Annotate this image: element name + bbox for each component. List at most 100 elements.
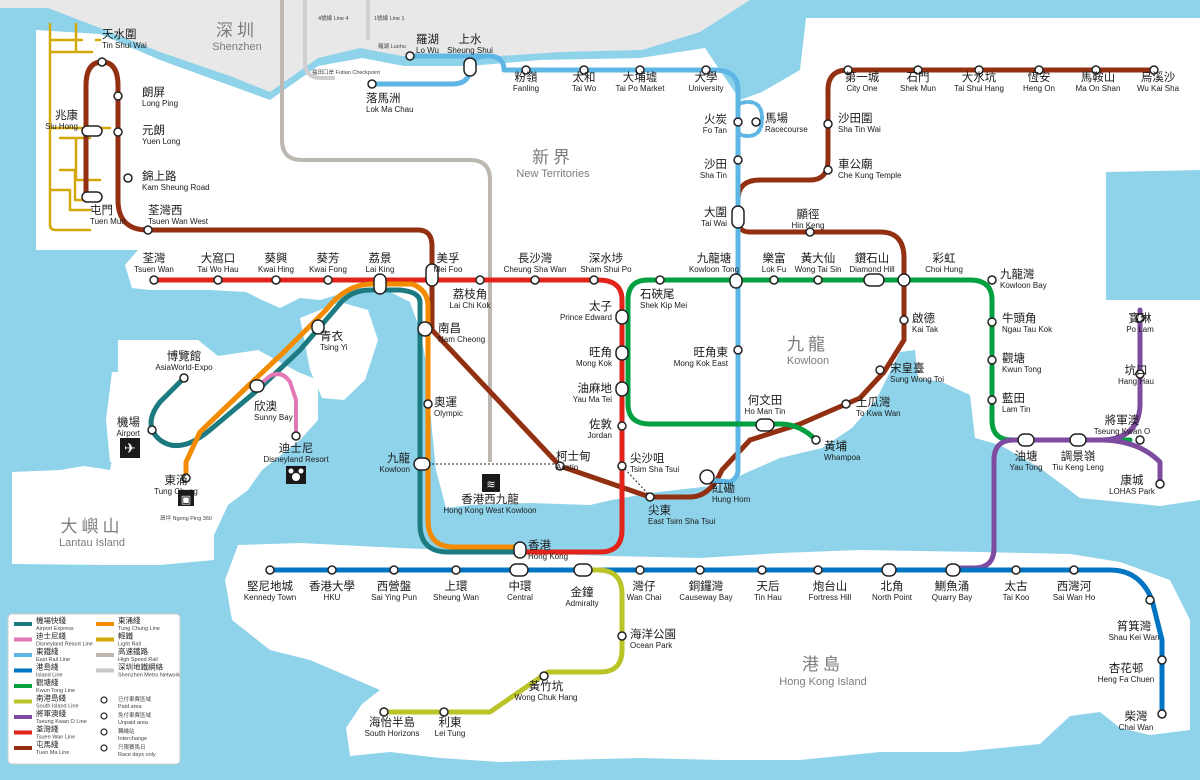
station-tiu-keng-leng[interactable] <box>1069 433 1087 447</box>
station-sheung-wan[interactable] <box>451 565 461 575</box>
station-tseung-kwan-o[interactable] <box>1135 435 1145 445</box>
station-mong-kok[interactable] <box>615 345 629 361</box>
station-yau-ma-tei[interactable] <box>615 381 629 397</box>
station-south-horizons[interactable] <box>379 707 389 717</box>
station-yuen-long[interactable] <box>113 127 123 137</box>
station-kennedy-town[interactable] <box>265 565 275 575</box>
station-shek-kip-mei[interactable] <box>655 275 665 285</box>
station-ho-man-tin[interactable] <box>755 418 775 432</box>
station-heng-fa-chuen[interactable] <box>1157 655 1167 665</box>
station-heng-on[interactable] <box>1034 65 1044 75</box>
station-tai-wo-hau[interactable] <box>213 275 223 285</box>
station-tuen-mun[interactable] <box>81 191 103 203</box>
station-sha-tin-wai[interactable] <box>823 119 833 129</box>
station-label-en: Kai Tak <box>912 325 939 334</box>
station-quarry-bay[interactable] <box>945 563 961 577</box>
station-kowloon-bay[interactable] <box>987 275 997 285</box>
station-whampoa[interactable] <box>811 435 821 445</box>
station-mong-kok-east[interactable] <box>733 345 743 355</box>
station-hku[interactable] <box>327 565 337 575</box>
station-prince-edward[interactable] <box>615 309 629 325</box>
station-jordan[interactable] <box>617 421 627 431</box>
station-label-en: Kowloon Bay <box>1000 281 1047 290</box>
station-sung-wong-toi[interactable] <box>875 365 885 375</box>
station-kowloon[interactable] <box>413 457 431 471</box>
station-tai-shui-hang[interactable] <box>974 65 984 75</box>
station-shek-mun[interactable] <box>913 65 923 75</box>
station-causeway-bay[interactable] <box>695 565 705 575</box>
station-sai-wan-ho[interactable] <box>1069 565 1079 575</box>
station-kwun-tong[interactable] <box>987 355 997 365</box>
station-lei-tung[interactable] <box>439 707 449 717</box>
station-fortress-hill[interactable] <box>813 565 823 575</box>
station-cheung-sha-wan[interactable] <box>530 275 540 285</box>
station-tung-chung[interactable] <box>181 473 191 483</box>
station-north-point[interactable] <box>881 563 897 577</box>
station-kam-sheung-road[interactable] <box>123 173 133 183</box>
station-tsing-yi[interactable] <box>311 319 325 335</box>
station-chai-wan[interactable] <box>1157 709 1167 719</box>
station-tai-po-market[interactable] <box>635 65 645 75</box>
station-lai-chi-kok[interactable] <box>475 275 485 285</box>
station-hin-keng[interactable] <box>805 227 815 237</box>
station-kai-tak[interactable] <box>899 315 909 325</box>
station-sunny-bay[interactable] <box>249 379 265 393</box>
station-lok-fu[interactable] <box>769 275 779 285</box>
station-disneyland-resort[interactable] <box>291 431 301 441</box>
station-shau-kei-wan[interactable] <box>1145 595 1155 605</box>
station-long-ping[interactable] <box>113 91 123 101</box>
station-kowloon-tong[interactable] <box>729 273 743 289</box>
station-university[interactable] <box>701 65 711 75</box>
station-tsim-sha-tsui[interactable] <box>617 461 627 471</box>
station-hong-kong[interactable] <box>513 541 527 559</box>
station-fo-tan[interactable] <box>733 117 743 127</box>
station-choi-hung[interactable] <box>897 273 911 287</box>
station-kwai-fong[interactable] <box>323 275 333 285</box>
station-ocean-park[interactable] <box>617 631 627 641</box>
station-admiralty[interactable] <box>573 563 593 577</box>
station-lam-tin[interactable] <box>987 395 997 405</box>
station-mei-foo[interactable] <box>425 263 439 287</box>
station-wong-chuk-hang[interactable] <box>539 671 549 681</box>
station-label-en: AsiaWorld-Expo <box>155 363 213 372</box>
station-to-kwa-wan[interactable] <box>841 399 851 409</box>
station-lok-ma-chau[interactable] <box>367 79 377 89</box>
station-diamond-hill[interactable] <box>863 273 885 287</box>
station-tin-shui-wai[interactable] <box>97 57 107 67</box>
station-austin[interactable] <box>555 461 565 471</box>
station-sha-tin[interactable] <box>733 155 743 165</box>
station-lohas-park[interactable] <box>1155 479 1165 489</box>
station-wu-kai-sha[interactable] <box>1149 65 1159 75</box>
station-airport[interactable] <box>147 425 157 435</box>
station-wong-tai-sin[interactable] <box>813 275 823 285</box>
station-sheung-shui[interactable] <box>463 57 477 77</box>
station-tai-wo[interactable] <box>579 65 589 75</box>
station-lo-wu[interactable] <box>405 51 415 61</box>
station-siu-hong[interactable] <box>81 125 103 137</box>
station-city-one[interactable] <box>843 65 853 75</box>
station-east-tsim-sha-tsui[interactable] <box>645 492 655 502</box>
station-sai-ying-pun[interactable] <box>389 565 399 575</box>
station-po-lam[interactable] <box>1135 313 1145 323</box>
station-ma-on-shan[interactable] <box>1091 65 1101 75</box>
station-wan-chai[interactable] <box>635 565 645 575</box>
station-tai-wai[interactable] <box>731 205 745 229</box>
station-hang-hau[interactable] <box>1135 369 1145 379</box>
station-hung-hom[interactable] <box>699 469 715 485</box>
station-lai-king[interactable] <box>373 273 387 295</box>
station-asiaworld-expo[interactable] <box>179 373 189 383</box>
station-tai-koo[interactable] <box>1011 565 1021 575</box>
station-nam-cheong[interactable] <box>417 321 433 337</box>
station-racecourse[interactable] <box>751 117 761 127</box>
station-tin-hau[interactable] <box>757 565 767 575</box>
station-yau-tong[interactable] <box>1017 433 1035 447</box>
station-sham-shui-po[interactable] <box>589 275 599 285</box>
station-ngau-tau-kok[interactable] <box>987 317 997 327</box>
station-tsuen-wan-west[interactable] <box>143 225 153 235</box>
station-olympic[interactable] <box>423 399 433 409</box>
station-central[interactable] <box>509 563 529 577</box>
station-fanling[interactable] <box>521 65 531 75</box>
station-che-kung-temple[interactable] <box>823 165 833 175</box>
station-tsuen-wan[interactable] <box>149 275 159 285</box>
station-kwai-hing[interactable] <box>271 275 281 285</box>
